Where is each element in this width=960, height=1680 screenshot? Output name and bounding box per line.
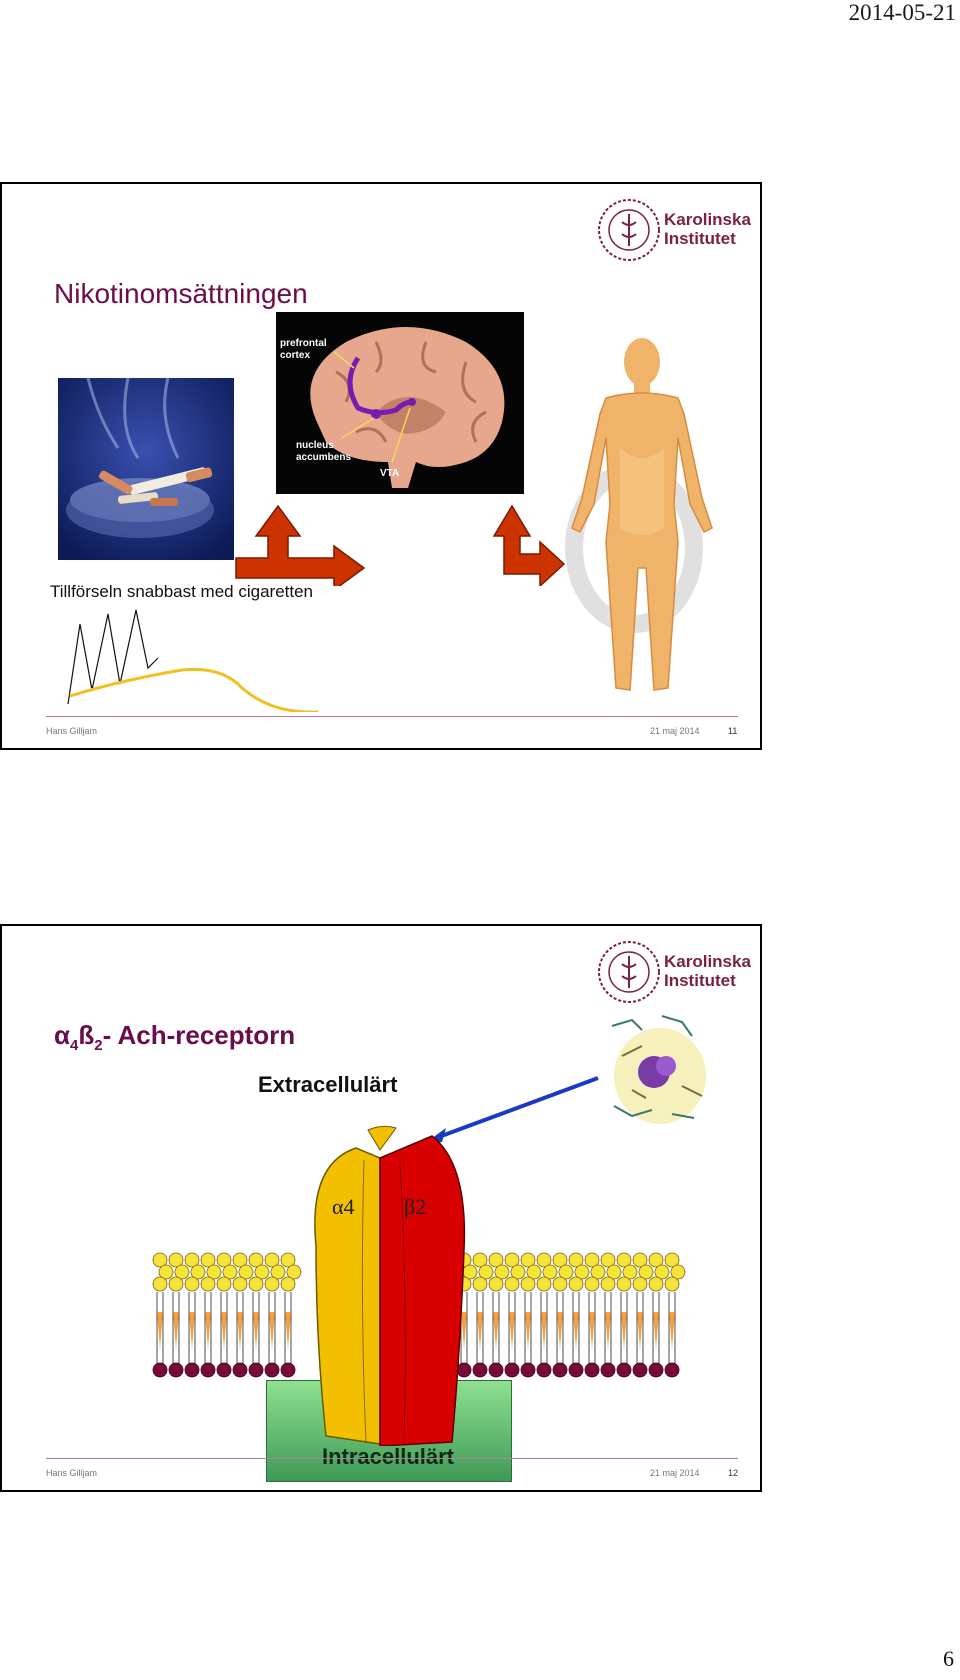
logo-line2: Institutet <box>664 229 736 248</box>
label-accumbens: accumbens <box>296 452 351 463</box>
title-sub2: 2 <box>94 1037 103 1055</box>
footer-date: 21 maj 2014 <box>650 1468 700 1478</box>
human-body-figure <box>565 338 713 691</box>
lipid <box>552 1252 574 1378</box>
lipid <box>488 1252 510 1378</box>
nicotine-curve <box>67 609 318 712</box>
lipid <box>664 1252 686 1378</box>
subunit-alpha4-label: α4 <box>332 1194 355 1219</box>
lipid <box>648 1252 670 1378</box>
lipid <box>152 1252 174 1378</box>
label-vta: VTA <box>380 468 399 479</box>
title-sub1: 4 <box>69 1037 79 1055</box>
footer-slide-number: 12 <box>728 1468 739 1478</box>
footer-date: 21 maj 2014 <box>650 726 700 736</box>
lipid <box>504 1252 526 1378</box>
lipid <box>200 1252 222 1378</box>
footer-author: Hans Gilljam <box>46 726 98 736</box>
lipid <box>472 1252 494 1378</box>
lipid <box>616 1252 638 1378</box>
lipid <box>536 1252 558 1378</box>
slide-11: Karolinska Institutet Nikotinomsättninge… <box>0 182 762 750</box>
receptor-channel: α4 β2 <box>314 1125 466 1446</box>
lipid <box>600 1252 622 1378</box>
karolinska-logo: Karolinska Institutet <box>596 194 751 266</box>
karolinska-seal-icon <box>598 199 660 261</box>
slide-title: α4ß2- Ach-receptorn <box>54 1020 295 1054</box>
logo-line1: Karolinska <box>664 952 751 971</box>
lipid <box>584 1252 606 1378</box>
label-extracellular: Extracellulärt <box>258 1072 398 1097</box>
lipid <box>280 1252 302 1378</box>
label-nucleus: nucleus <box>296 440 334 451</box>
lipid <box>568 1252 590 1378</box>
arrow-right-up-icon <box>235 504 366 586</box>
ashtray-photo <box>58 378 234 560</box>
logo-line2: Institutet <box>664 971 736 990</box>
footer-divider <box>46 716 738 717</box>
lipid <box>168 1252 190 1378</box>
karolinska-seal-icon <box>598 941 660 1003</box>
lipid <box>264 1252 286 1378</box>
label-prefrontal: prefrontal <box>280 338 327 349</box>
page-date: 2014-05-21 <box>848 0 956 25</box>
slide-title: Nikotinomsättningen <box>54 278 308 309</box>
brain-image: prefrontal cortex nucleus accumbens VTA <box>276 312 524 494</box>
footer-slide-number: 11 <box>728 726 738 736</box>
title-beta: ß <box>78 1020 95 1050</box>
binding-site-structure <box>611 1015 706 1124</box>
lipid <box>232 1252 254 1378</box>
lipid <box>216 1252 238 1378</box>
page-number: 6 <box>943 1646 954 1671</box>
title-alpha: α <box>54 1020 70 1050</box>
logo-line1: Karolinska <box>664 210 751 229</box>
lipid <box>184 1252 206 1378</box>
arrow-up-right-icon <box>492 504 566 586</box>
footer-divider <box>46 1458 738 1459</box>
slide-12: Karolinska Institutet α4ß2- Ach-receptor… <box>0 924 762 1492</box>
lipid <box>632 1252 654 1378</box>
caption: Tillförseln snabbast med cigaretten <box>50 582 314 601</box>
footer-author: Hans Gilljam <box>46 1468 98 1478</box>
subunit-beta2-label: β2 <box>404 1194 426 1219</box>
lipid <box>520 1252 542 1378</box>
label-intracellular: Intracellulärt <box>321 1444 455 1469</box>
karolinska-logo: Karolinska Institutet <box>596 936 751 1008</box>
lipid <box>248 1252 270 1378</box>
title-rest: - Ach-receptorn <box>102 1020 296 1050</box>
label-cortex: cortex <box>280 350 310 361</box>
